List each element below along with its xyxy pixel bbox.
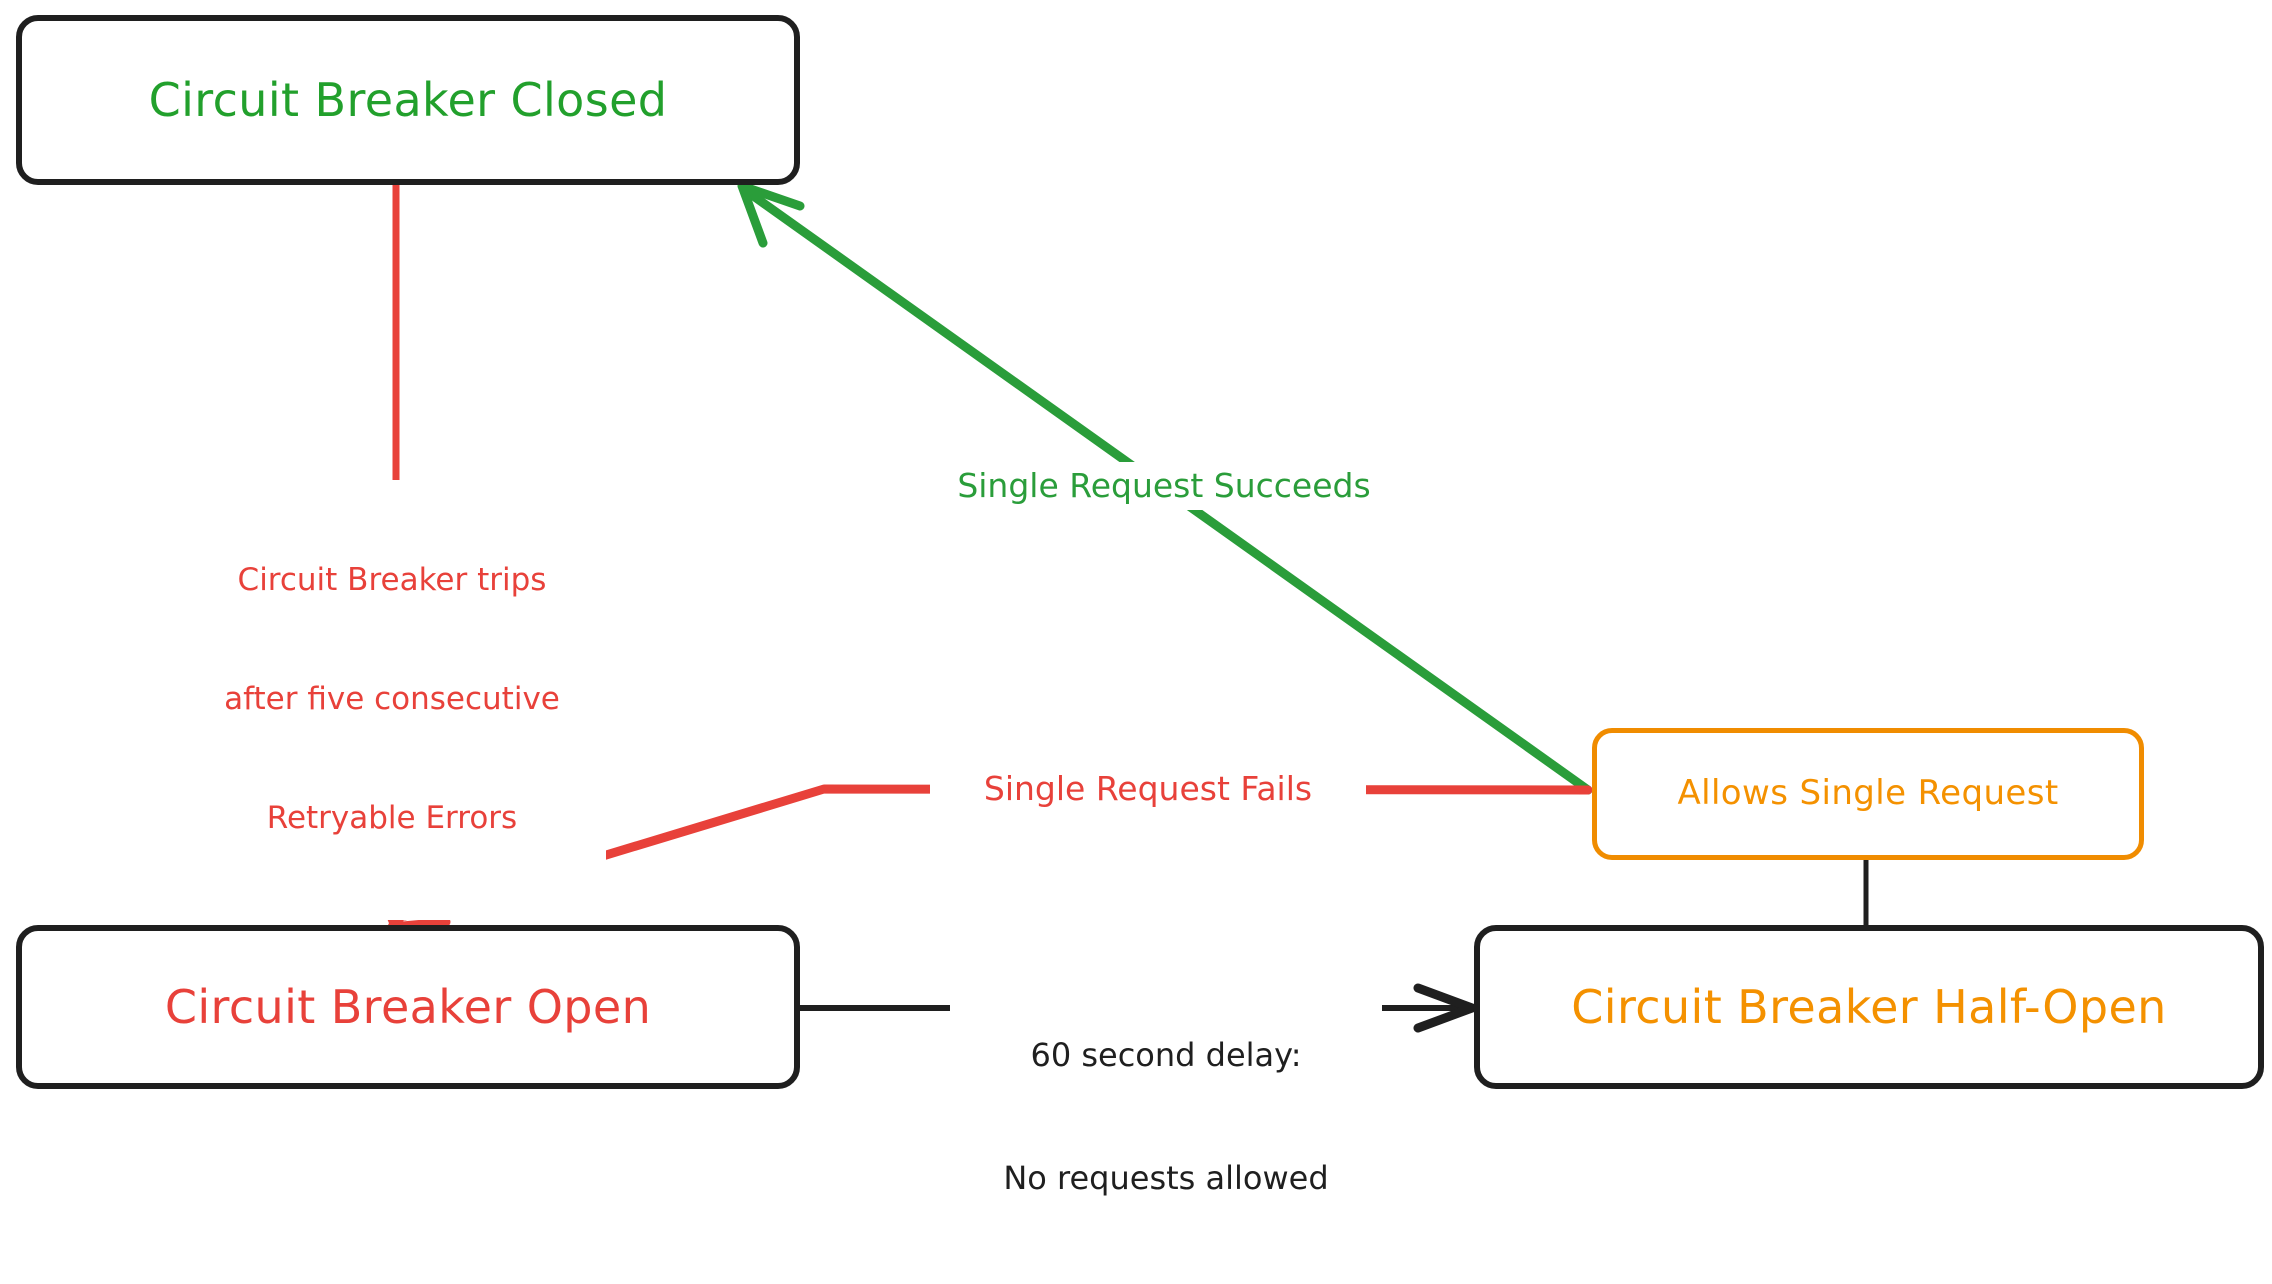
node-label-half-open: Circuit Breaker Half-Open bbox=[1571, 979, 2167, 1034]
edge-label-single-request-succeeds: Single Request Succeeds bbox=[908, 462, 1420, 511]
edge-label-trip-line-2: after five consecutive bbox=[224, 681, 560, 718]
edge-label-trip-line-1: Circuit Breaker trips bbox=[237, 562, 547, 599]
node-label-allows-single-request: Allows Single Request bbox=[1677, 773, 2059, 814]
edge-label-trip-line-3: Retryable Errors bbox=[266, 800, 518, 837]
node-circuit-breaker-open[interactable]: Circuit Breaker Open bbox=[16, 925, 800, 1089]
diagram-canvas: Circuit Breaker Closed Circuit Breaker O… bbox=[16, 15, 2264, 1197]
edge-label-delay-line-1: 60 second delay: bbox=[1030, 1035, 1302, 1074]
node-label-closed: Circuit Breaker Closed bbox=[148, 72, 668, 127]
edge-label-sixty-second-delay: 60 second delay: No requests allowed bbox=[950, 950, 1382, 1284]
node-allows-single-request[interactable]: Allows Single Request bbox=[1592, 728, 2144, 860]
node-circuit-breaker-closed[interactable]: Circuit Breaker Closed bbox=[16, 15, 800, 185]
edge-label-delay-line-2: No requests allowed bbox=[1003, 1158, 1329, 1197]
node-label-open: Circuit Breaker Open bbox=[164, 979, 652, 1034]
edge-label-circuit-breaker-trips: Circuit Breaker trips after five consecu… bbox=[178, 480, 606, 921]
node-circuit-breaker-half-open[interactable]: Circuit Breaker Half-Open bbox=[1474, 925, 2264, 1089]
edge-label-single-request-fails: Single Request Fails bbox=[930, 765, 1366, 814]
